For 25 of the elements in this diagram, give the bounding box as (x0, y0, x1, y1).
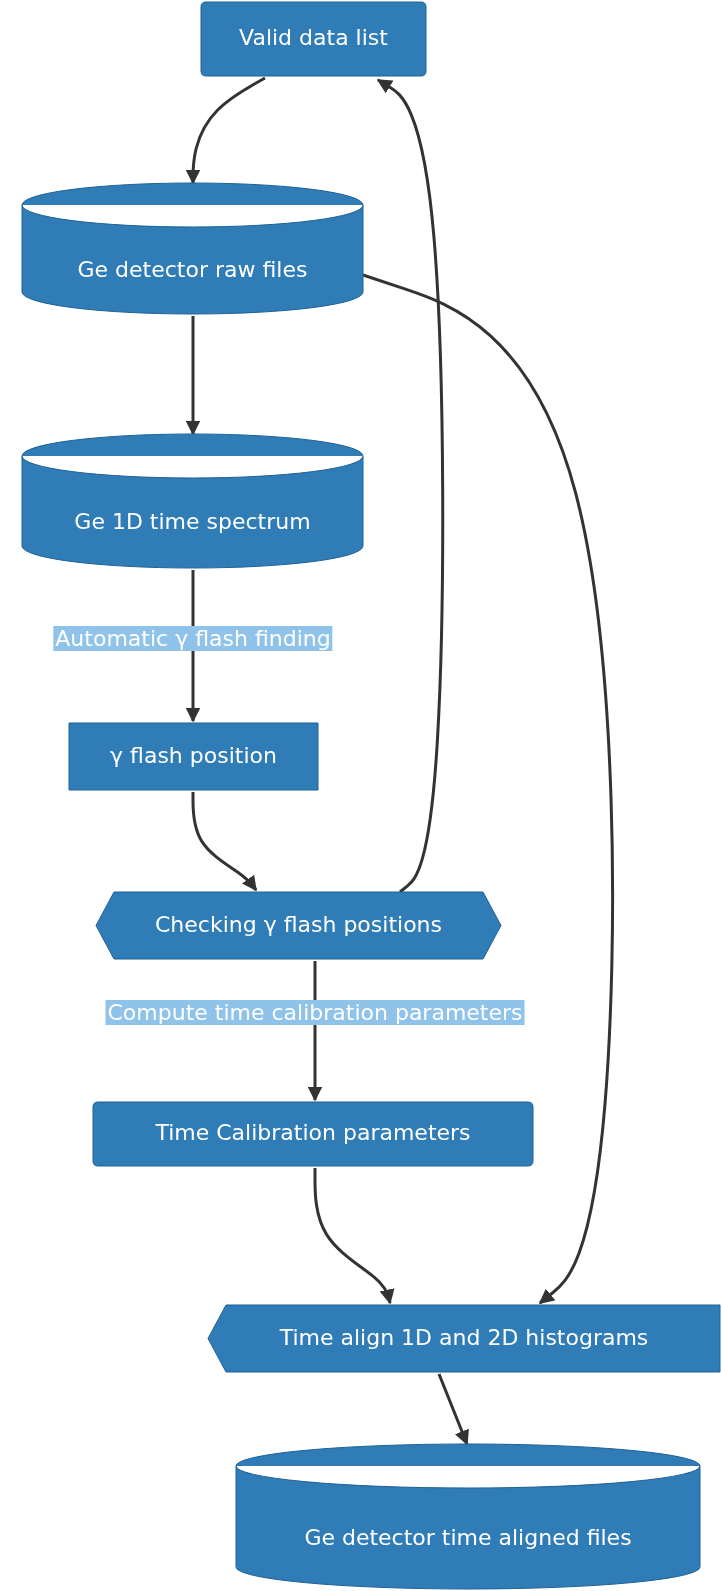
node-label: Checking γ flash positions (153, 911, 443, 937)
arrow (313, 1168, 395, 1305)
arrow (376, 78, 445, 894)
database-cylinder (236, 1444, 700, 1589)
process-box (201, 2, 426, 76)
database-cylinder (22, 183, 363, 314)
node-label: Ge detector raw files (76, 256, 309, 282)
arrow (185, 316, 201, 436)
decision-hexagon (96, 892, 501, 959)
node-label: Ge detector time aligned files (303, 1524, 633, 1550)
process-shape (208, 1305, 720, 1372)
process-box (69, 723, 318, 790)
edge-label: Automatic γ flash finding (53, 626, 333, 651)
node-label: Ge 1D time spectrum (73, 509, 312, 534)
arrow (437, 1373, 469, 1446)
edge-label: Compute time calibration parameters (105, 1000, 525, 1025)
node-label: Valid data list (238, 25, 389, 50)
node-label: γ flash position (109, 742, 278, 768)
node-label: Time align 1D and 2D histograms (278, 1324, 650, 1350)
arrow (185, 76, 266, 185)
node-label: Time Calibration parameters (154, 1120, 472, 1145)
process-box (93, 1102, 533, 1166)
database-cylinder (22, 434, 363, 568)
arrow (191, 792, 258, 892)
arrow (362, 273, 615, 1305)
